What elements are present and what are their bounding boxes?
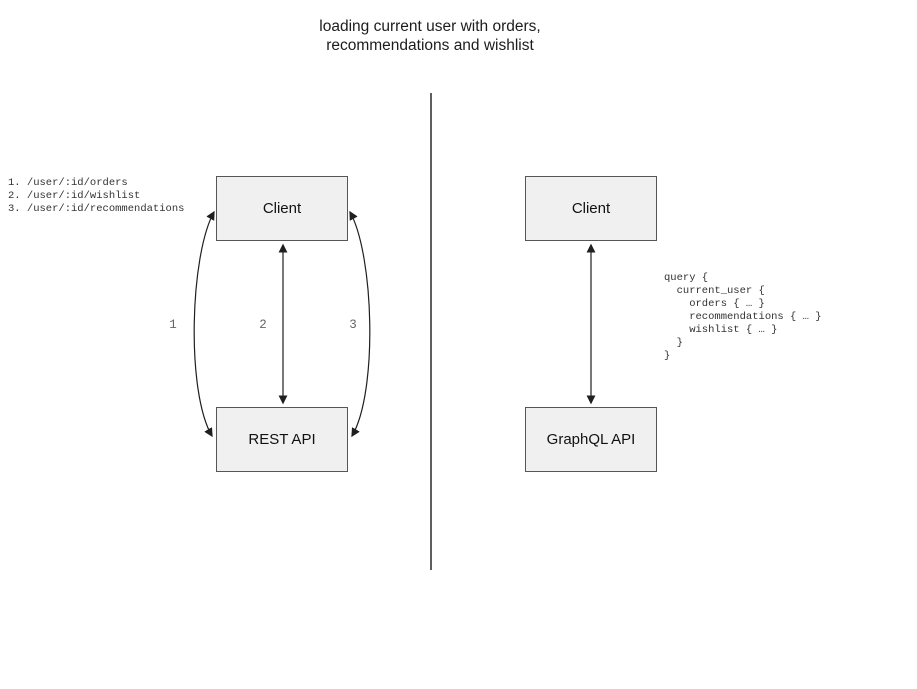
client-box-right-label: Client	[571, 200, 611, 217]
client-box-left-label: Client	[262, 200, 302, 217]
client-box-right: Client	[525, 176, 657, 241]
arrow-label-2: 2	[259, 318, 267, 332]
diagram-title-line2: recommendations and wishlist	[326, 37, 534, 54]
arrow-label-1: 1	[169, 318, 177, 332]
rest-api-box: REST API	[216, 407, 348, 472]
graphql-api-box-label: GraphQL API	[546, 431, 636, 448]
rest-arrow-1	[193, 210, 215, 438]
rest-endpoints-list: 1. /user/:id/orders 2. /user/:id/wishlis…	[8, 177, 185, 215]
graphql-api-box: GraphQL API	[525, 407, 657, 472]
arrow-label-3: 3	[349, 318, 357, 332]
diagram-title-line1: loading current user with orders,	[319, 18, 541, 35]
diagram-title: loading current user with orders, recomm…	[0, 17, 860, 55]
vertical-divider	[430, 93, 432, 570]
rest-api-box-label: REST API	[248, 431, 316, 448]
client-box-left: Client	[216, 176, 348, 241]
graphql-query-snippet: query { current_user { orders { … } reco…	[664, 272, 822, 362]
